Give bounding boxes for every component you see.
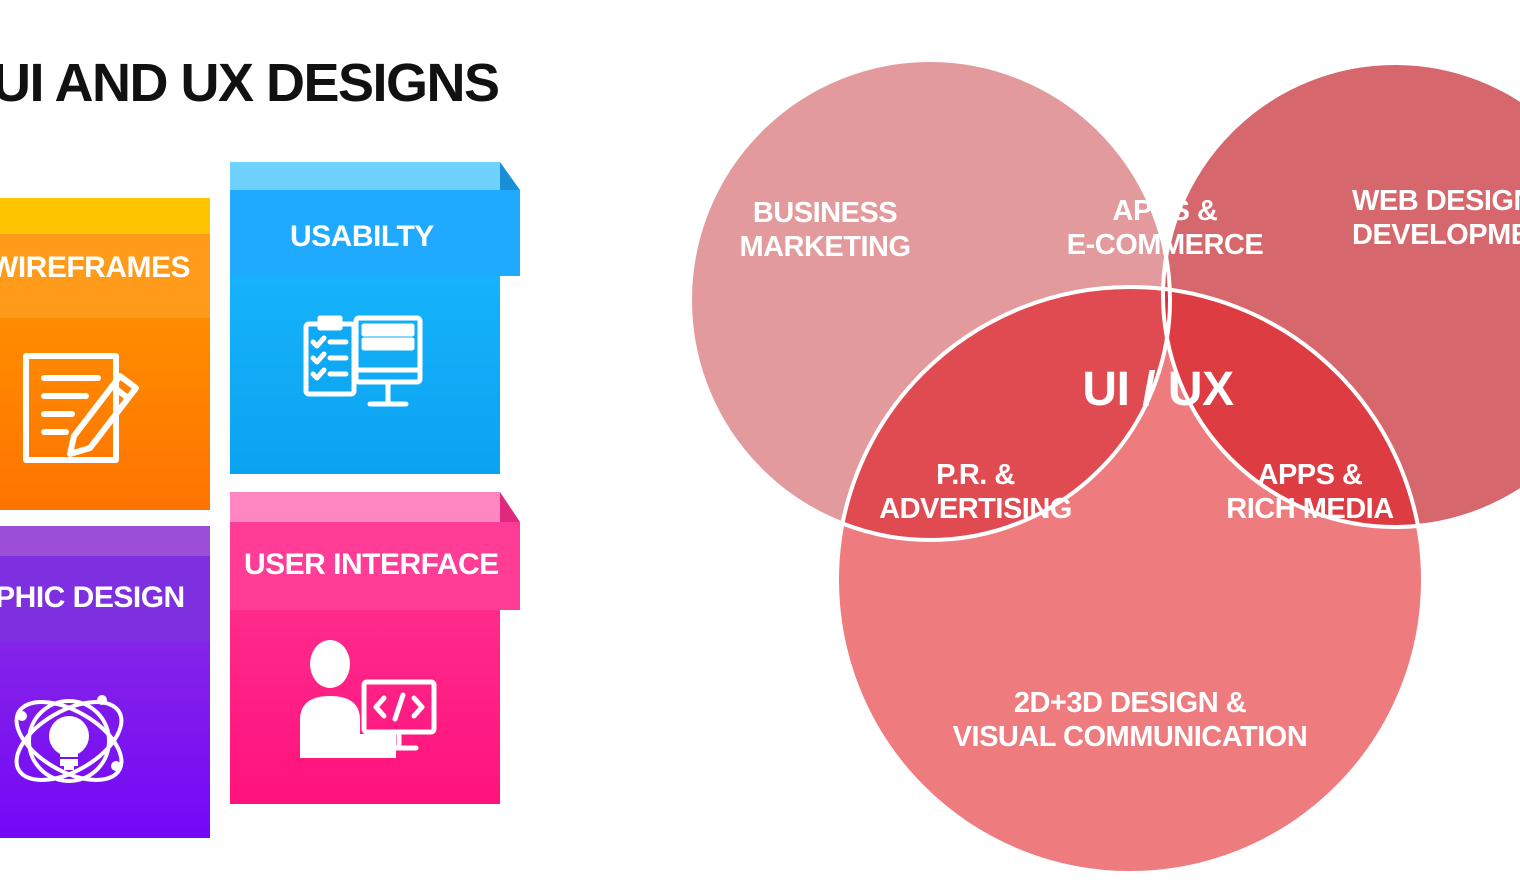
apps-rich-media-region <box>1163 287 1423 527</box>
web-design-label: WEB DESIGN & DEVELOPMENT <box>1352 185 1520 252</box>
document-pencil-icon <box>23 353 139 463</box>
wireframes-tile: WIREFRAMES <box>0 198 210 510</box>
user-interface-tile-top-strip <box>230 492 500 522</box>
atom-lightbulb-icon <box>14 695 124 783</box>
wireframes-label: WIREFRAMES <box>0 251 191 284</box>
user-interface-tile-band <box>230 522 520 610</box>
usability-tile-top-strip <box>230 162 500 190</box>
graphic-design-tile-body <box>0 642 210 838</box>
usability-tile-band <box>230 190 520 276</box>
apps-rich-media-label: APPS & RICH MEDIA <box>1226 459 1394 526</box>
user-interface-tile: USER INTERFACE <box>230 492 520 804</box>
visual-communication-label: 2D+3D DESIGN & VISUAL COMMUNICATION <box>952 687 1308 754</box>
developer-computer-icon <box>300 640 437 758</box>
usability-tile-body <box>230 276 500 474</box>
user-interface-tile-fold <box>500 492 520 522</box>
visual-communication-outline <box>835 285 1425 875</box>
wireframes-tile-top-strip <box>0 198 210 234</box>
apps-ecommerce-label: APPS & E-COMMERCE <box>1066 195 1264 262</box>
wireframes-tile-body <box>0 318 210 510</box>
usability-label: USABILTY <box>290 220 434 253</box>
pr-advertising-label: P.R. & ADVERTISING <box>879 459 1072 526</box>
graphic-design-tile-top-strip <box>0 526 210 556</box>
web-design-outline <box>1161 61 1520 529</box>
ui-ux-center-label: UI / UX <box>1082 363 1234 416</box>
graphic-design-label: GRAPHIC DESIGN <box>0 581 185 614</box>
wireframes-tile-band <box>0 234 210 318</box>
pr-advertising-region <box>837 287 1170 540</box>
page-title: UI AND UX DESIGNS <box>0 53 500 113</box>
business-marketing-label: BUSINESS MARKETING <box>739 197 911 264</box>
user-interface-label: USER INTERFACE <box>244 548 499 581</box>
usability-tile: USABILTY <box>230 162 520 474</box>
usability-tile-fold <box>500 162 520 190</box>
graphic-design-tile-band <box>0 556 210 642</box>
checklist-monitor-icon <box>303 315 423 407</box>
business-marketing-outline <box>688 58 1172 542</box>
graphic-design-tile: GRAPHIC DESIGN <box>0 526 210 838</box>
